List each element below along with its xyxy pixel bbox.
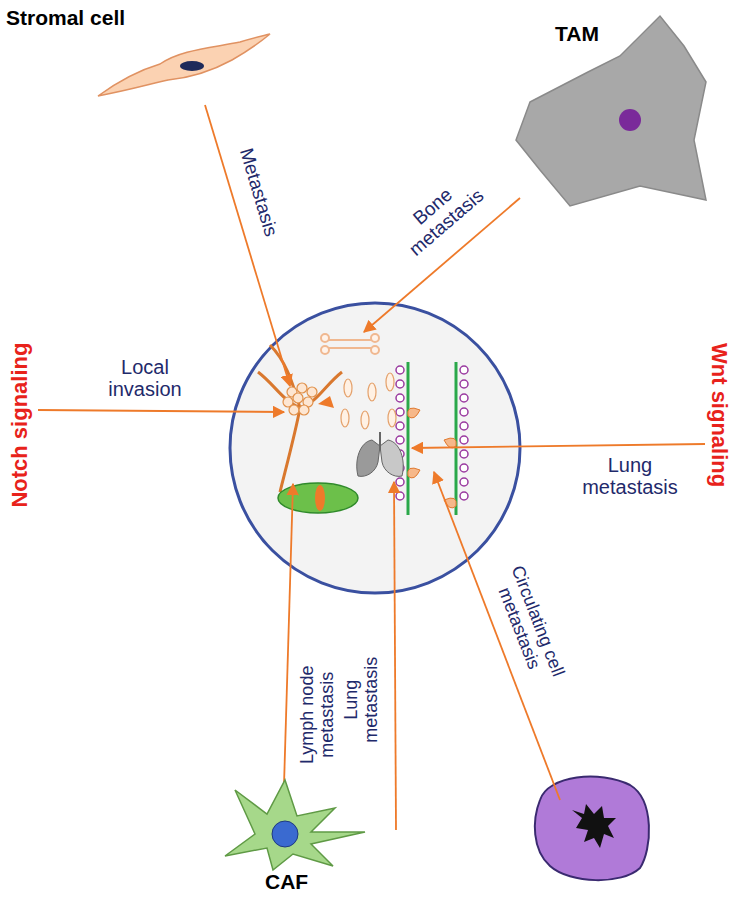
lung-figure <box>357 432 403 476</box>
arrow-label: Bone metastasis <box>385 163 496 266</box>
arrow-label: Circulating cell metastasis <box>482 548 573 702</box>
cell-cluster <box>283 383 317 415</box>
circulating-cell <box>535 777 649 881</box>
cell-name: CAF <box>265 870 308 894</box>
local-invasion-figure <box>258 345 342 492</box>
signaling-label: Notch signaling <box>8 295 32 555</box>
cell-name: Stromal cell <box>6 6 125 30</box>
caf-fibroblast: CAF <box>215 770 365 898</box>
blood-vessel <box>396 362 468 515</box>
arrow-label: Lung metastasis <box>575 454 685 498</box>
bone-figure <box>321 334 379 354</box>
adhering-cells <box>408 408 457 508</box>
arrow-label: Lymph node metastasis <box>298 650 338 780</box>
spindle-cells <box>341 373 396 429</box>
stromal-cell: Stromal cell <box>0 0 275 108</box>
invading-cell <box>318 396 334 408</box>
arrow-label: Lung metastasis <box>342 645 382 755</box>
cell-name: TAM <box>555 22 599 46</box>
arrows <box>38 105 705 830</box>
tam-macrophage: TAM <box>470 10 720 210</box>
signaling-label: Wnt signaling <box>707 305 731 525</box>
arrow-label: Local invasion <box>95 356 195 400</box>
lymph-node-figure <box>278 483 358 513</box>
arrow-label: Metastasis <box>231 131 285 252</box>
